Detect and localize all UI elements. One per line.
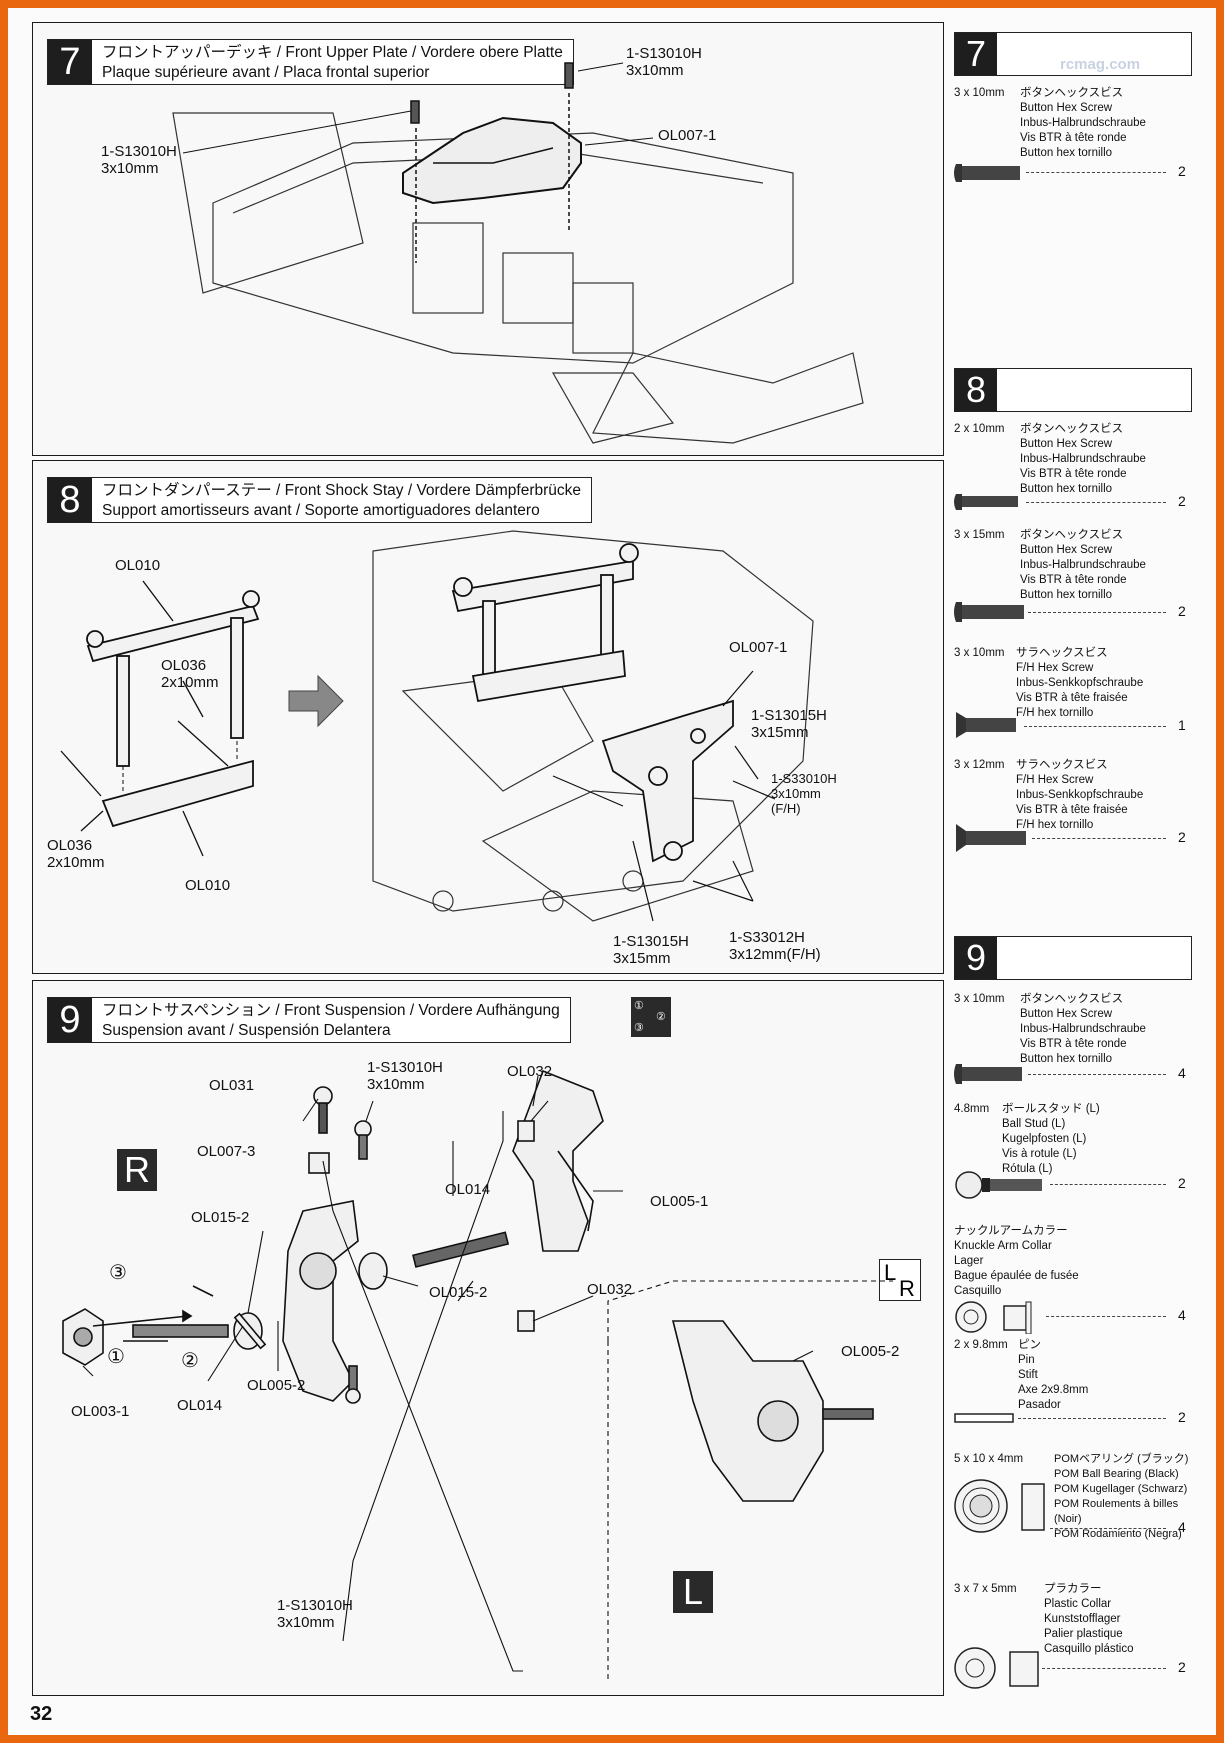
ball-stud-icon bbox=[955, 1171, 1042, 1199]
callout-ol031: OL031 bbox=[209, 1077, 255, 1094]
callout-ol005-2-left: OL005-2 bbox=[247, 1377, 306, 1394]
callout-ol005-2-right: OL005-2 bbox=[841, 1343, 900, 1360]
callout-ol014-top: OL014 bbox=[445, 1181, 491, 1198]
callout-ol007-3: OL007-3 bbox=[197, 1143, 256, 1160]
step-title-line1: フロントダンパーステー / Front Shock Stay / Vordere… bbox=[102, 482, 581, 499]
step-9-header: 9 フロントサスペンション / Front Suspension / Vorde… bbox=[47, 997, 571, 1043]
step-mark-2: ② bbox=[181, 1350, 199, 1372]
parts-box-step-8: 8 bbox=[954, 368, 1192, 412]
knuckle-collar-icon bbox=[955, 1301, 1032, 1334]
step-7-panel: 7 フロントアッパーデッキ / Front Upper Plate / Vord… bbox=[32, 22, 944, 456]
callout-ol014-bottom: OL014 bbox=[177, 1397, 223, 1414]
step-8-header: 8 フロントダンパーステー / Front Shock Stay / Vorde… bbox=[47, 477, 592, 523]
step-9-panel: 9 フロントサスペンション / Front Suspension / Vorde… bbox=[32, 980, 944, 1696]
plastic-collar-icon bbox=[954, 1647, 1039, 1689]
watermark: rcmag.com bbox=[1060, 56, 1141, 73]
callout-upper-plate: OL007-1 bbox=[658, 127, 717, 144]
ball-bearing-icon bbox=[954, 1479, 1045, 1533]
side-left-badge: L bbox=[673, 1571, 713, 1613]
parts-box-step-9: 9 bbox=[954, 936, 1192, 980]
callout-stay-bottom: OL010 bbox=[185, 877, 231, 894]
button-screw-icon bbox=[954, 602, 1024, 622]
step-number: 7 bbox=[48, 40, 92, 84]
step-title-line1: フロントサスペンション / Front Suspension / Vordere… bbox=[102, 1002, 560, 1019]
step-7-header: 7 フロントアッパーデッキ / Front Upper Plate / Vord… bbox=[47, 39, 574, 85]
part-item: 5 x 10 x 4mm POMベアリング (ブラック)POM Ball Bea… bbox=[954, 1453, 1189, 1540]
step-8-panel: 8 フロントダンパーステー / Front Shock Stay / Vorde… bbox=[32, 460, 944, 974]
step-9-illustration bbox=[62, 1069, 893, 1681]
step-title-line2: Suspension avant / Suspensión Delantera bbox=[102, 1022, 391, 1039]
step-number: 8 bbox=[48, 478, 92, 522]
step-7-illustration bbox=[172, 62, 864, 444]
step-title-line2: Support amortisseurs avant / Soporte amo… bbox=[102, 502, 540, 519]
left-right-mark: L R bbox=[879, 1259, 921, 1301]
part-item: 4.8mm ボールスタッド (L)Ball Stud (L)Kugelpfost… bbox=[954, 1102, 1194, 1202]
callout-shock-tower: OL007-1 bbox=[729, 639, 788, 656]
flat-head-screw-icon bbox=[956, 824, 1026, 852]
assembly-order-icon: ① ② ③ bbox=[631, 997, 671, 1037]
callout-ol015-2a: OL015-2 bbox=[191, 1209, 250, 1226]
parts-box-step-7: 7 bbox=[954, 32, 1192, 76]
manual-page: 7 フロントアッパーデッキ / Front Upper Plate / Vord… bbox=[8, 8, 1216, 1735]
callout-ol015-2b: OL015-2 bbox=[429, 1284, 488, 1301]
callout-ol032-top: OL032 bbox=[507, 1063, 553, 1080]
button-screw-icon bbox=[954, 1064, 1022, 1084]
button-screw-icon bbox=[954, 164, 1020, 182]
side-right-badge: R bbox=[117, 1149, 157, 1191]
step-title-line2: Plaque supérieure avant / Placa frontal … bbox=[102, 64, 430, 81]
callout-ol005-1: OL005-1 bbox=[650, 1193, 709, 1210]
callout-ol003-1: OL003-1 bbox=[71, 1403, 130, 1420]
flat-head-screw-icon bbox=[956, 712, 1016, 738]
button-screw-icon bbox=[954, 494, 1018, 510]
step-8-illustration bbox=[60, 530, 814, 922]
step-title-line1: フロントアッパーデッキ / Front Upper Plate / Vorder… bbox=[102, 44, 563, 61]
pin-icon bbox=[954, 1413, 1014, 1423]
step-number: 9 bbox=[48, 998, 92, 1042]
step-mark-3: ③ bbox=[109, 1262, 127, 1284]
callout-stay-top: OL010 bbox=[115, 557, 161, 574]
step-mark-1: ① bbox=[107, 1346, 125, 1368]
callout-ol032-bottom: OL032 bbox=[587, 1281, 633, 1298]
page-number: 32 bbox=[30, 1703, 53, 1725]
